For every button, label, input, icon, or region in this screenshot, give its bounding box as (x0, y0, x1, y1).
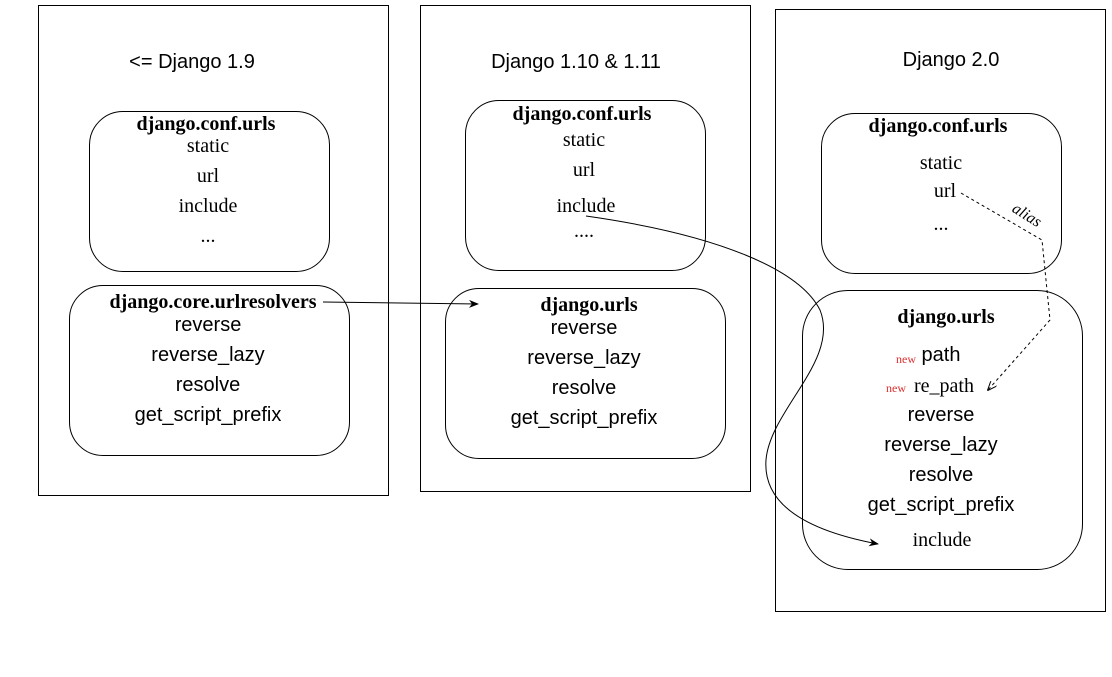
box-title-urlresolvers-1-9: django.core.urlresolvers (109, 291, 317, 313)
new-badge-re-path: new (886, 381, 906, 395)
item-include-1-10: include (556, 195, 616, 217)
item-resolve-1-10: resolve (551, 377, 617, 399)
box-title-conf-urls-2-0: django.conf.urls (868, 115, 1008, 137)
item-get-script-prefix-2-0: get_script_prefix (867, 494, 1015, 516)
item-static-2-0: static (919, 152, 963, 174)
item-include-1-9: include (178, 195, 238, 217)
new-badge-path: new (896, 352, 916, 366)
panel-title-django-1-9: <= Django 1.9 (129, 51, 255, 73)
item-path-2-0: path (921, 344, 961, 366)
item-reverse-1-10: reverse (550, 317, 618, 339)
item-url-2-0: url (933, 180, 957, 202)
item-url-1-9: url (196, 165, 220, 187)
box-title-urls-2-0: django.urls (897, 306, 995, 328)
item-re-path-2-0: re_path (914, 375, 974, 397)
item-get-script-prefix-1-10: get_script_prefix (510, 407, 658, 429)
item-reverse-lazy-1-9: reverse_lazy (151, 344, 265, 366)
panel-title-django-1-10: Django 1.10 & 1.11 (491, 51, 661, 73)
box-title-urls-1-10: django.urls (540, 294, 638, 316)
item-static-1-10: static (562, 129, 606, 151)
item-get-script-prefix-1-9: get_script_prefix (134, 404, 282, 426)
panel-title-django-2-0: Django 2.0 (902, 49, 1000, 71)
item-reverse-lazy-2-0: reverse_lazy (884, 434, 998, 456)
box-conf-urls-1-9 (89, 111, 330, 272)
item-reverse-2-0: reverse (907, 404, 975, 426)
box-title-conf-urls-1-10: django.conf.urls (512, 103, 652, 125)
box-urlresolvers-1-9 (69, 285, 350, 456)
item-reverse-lazy-1-10: reverse_lazy (527, 347, 641, 369)
item-resolve-2-0: resolve (908, 464, 974, 486)
item-static-1-9: static (186, 135, 230, 157)
item-reverse-1-9: reverse (174, 314, 242, 336)
item-resolve-1-9: resolve (175, 374, 241, 396)
item-ellipsis-2-0: ... (933, 213, 949, 235)
item-ellipsis-1-9: ... (200, 225, 216, 247)
box-urls-2-0 (802, 290, 1083, 570)
item-ellipsis-1-10: .... (574, 220, 594, 242)
item-url-1-10: url (572, 159, 596, 181)
item-include-2-0: include (912, 529, 972, 551)
box-title-conf-urls-1-9: django.conf.urls (136, 113, 276, 135)
